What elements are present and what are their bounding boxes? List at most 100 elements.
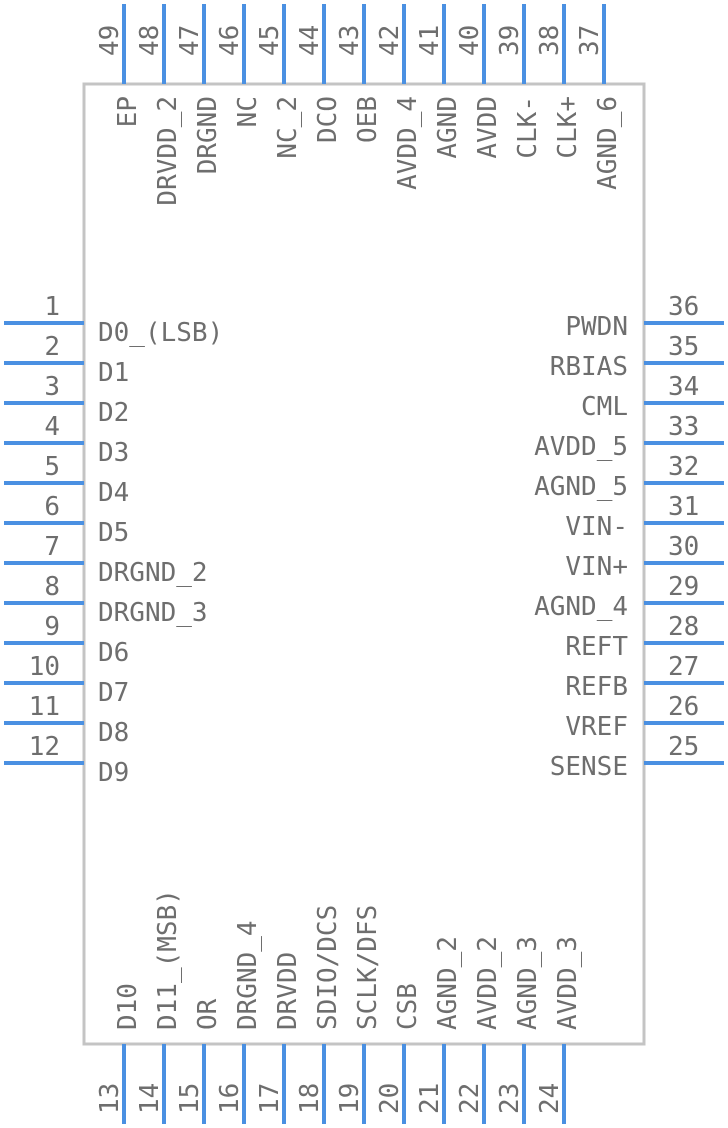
pin-label-26: VREF xyxy=(565,712,628,742)
pin-number-47: 47 xyxy=(175,25,205,56)
pin-label-30: VIN+ xyxy=(565,552,628,582)
pin-number-26: 26 xyxy=(668,692,699,722)
pin-label-32: AGND_5 xyxy=(534,472,628,502)
pin-number-40: 40 xyxy=(455,25,485,56)
pin-number-48: 48 xyxy=(135,25,165,56)
pin-label-41: AGND xyxy=(433,96,463,159)
pin-number-2: 2 xyxy=(44,332,60,362)
pin-number-41: 41 xyxy=(415,25,445,56)
pin-number-42: 42 xyxy=(375,25,405,56)
pin-label-21: AGND_2 xyxy=(433,936,463,1030)
pin-label-8: DRGND_3 xyxy=(98,598,208,628)
pin-number-11: 11 xyxy=(29,692,60,722)
pin-number-45: 45 xyxy=(255,25,285,56)
pin-label-42: AVDD_4 xyxy=(393,96,423,190)
pin-number-14: 14 xyxy=(135,1083,165,1114)
pin-number-16: 16 xyxy=(215,1083,245,1114)
pin-number-19: 19 xyxy=(335,1083,365,1114)
pin-number-30: 30 xyxy=(668,532,699,562)
pin-number-15: 15 xyxy=(175,1083,205,1114)
pin-label-33: AVDD_5 xyxy=(534,432,628,462)
pin-label-23: AGND_3 xyxy=(513,936,543,1030)
pin-label-46: NC xyxy=(233,96,263,127)
pin-number-10: 10 xyxy=(29,652,60,682)
pin-label-44: DCO xyxy=(313,96,343,143)
pin-label-5: D4 xyxy=(98,478,129,508)
pin-label-19: SCLK/DFS xyxy=(353,905,383,1030)
pin-number-18: 18 xyxy=(295,1083,325,1114)
pin-label-1: D0_(LSB) xyxy=(98,318,223,348)
pin-number-5: 5 xyxy=(44,452,60,482)
pin-label-43: OEB xyxy=(353,96,383,143)
pin-label-16: DRGND_4 xyxy=(233,920,263,1030)
pin-number-49: 49 xyxy=(95,25,125,56)
pin-label-18: SDIO/DCS xyxy=(313,905,343,1030)
pin-label-4: D3 xyxy=(98,438,129,468)
pin-label-24: AVDD_3 xyxy=(553,936,583,1030)
pin-number-27: 27 xyxy=(668,652,699,682)
pin-label-37: AGND_6 xyxy=(593,96,623,190)
pin-number-33: 33 xyxy=(668,412,699,442)
pin-number-36: 36 xyxy=(668,292,699,322)
pin-label-17: DRVDD xyxy=(273,952,303,1030)
pin-label-6: D5 xyxy=(98,518,129,548)
pin-label-36: PWDN xyxy=(565,312,628,342)
pin-number-44: 44 xyxy=(295,25,325,56)
pin-label-27: REFB xyxy=(565,672,628,702)
pin-label-31: VIN- xyxy=(565,512,628,542)
pin-number-34: 34 xyxy=(668,372,699,402)
pin-label-11: D8 xyxy=(98,718,129,748)
pin-number-4: 4 xyxy=(44,412,60,442)
pin-label-7: DRGND_2 xyxy=(98,558,208,588)
pin-label-15: OR xyxy=(193,998,223,1030)
pin-number-13: 13 xyxy=(95,1083,125,1114)
pin-label-12: D9 xyxy=(98,758,129,788)
pin-number-9: 9 xyxy=(44,612,60,642)
pin-number-21: 21 xyxy=(415,1083,445,1114)
pin-label-29: AGND_4 xyxy=(534,592,628,622)
pin-label-13: D10 xyxy=(113,983,143,1030)
pin-number-12: 12 xyxy=(29,732,60,762)
pin-number-37: 37 xyxy=(575,25,605,56)
pin-label-45: NC_2 xyxy=(273,96,303,159)
pin-number-43: 43 xyxy=(335,25,365,56)
pin-label-22: AVDD_2 xyxy=(473,936,503,1030)
pin-number-6: 6 xyxy=(44,492,60,522)
pin-number-23: 23 xyxy=(495,1083,525,1114)
pin-label-10: D7 xyxy=(98,678,129,708)
pin-number-35: 35 xyxy=(668,332,699,362)
pin-label-39: CLK- xyxy=(513,96,543,159)
pin-label-20: CSB xyxy=(393,983,423,1030)
pin-label-49: EP xyxy=(113,96,143,127)
pin-label-47: DRGND xyxy=(193,96,223,174)
pin-number-20: 20 xyxy=(375,1083,405,1114)
pin-label-3: D2 xyxy=(98,398,129,428)
pin-label-2: D1 xyxy=(98,358,129,388)
pin-number-29: 29 xyxy=(668,572,699,602)
pin-number-17: 17 xyxy=(255,1083,285,1114)
pin-number-32: 32 xyxy=(668,452,699,482)
pin-label-25: SENSE xyxy=(550,752,628,782)
pin-number-38: 38 xyxy=(535,25,565,56)
pin-label-9: D6 xyxy=(98,638,129,668)
ic-body xyxy=(82,82,646,1046)
pin-label-28: REFT xyxy=(565,632,628,662)
pin-number-25: 25 xyxy=(668,732,699,762)
pin-number-46: 46 xyxy=(215,25,245,56)
pin-number-3: 3 xyxy=(44,372,60,402)
pin-number-28: 28 xyxy=(668,612,699,642)
pin-label-14: D11_(MSB) xyxy=(153,889,183,1030)
pin-number-31: 31 xyxy=(668,492,699,522)
pin-label-34: CML xyxy=(581,392,628,422)
pin-number-24: 24 xyxy=(535,1083,565,1114)
pin-label-35: RBIAS xyxy=(550,352,628,382)
pin-number-39: 39 xyxy=(495,25,525,56)
pin-label-40: AVDD xyxy=(473,96,503,159)
pin-number-22: 22 xyxy=(455,1083,485,1114)
pin-label-38: CLK+ xyxy=(553,96,583,159)
pin-number-7: 7 xyxy=(44,532,60,562)
pin-number-8: 8 xyxy=(44,572,60,602)
pin-number-1: 1 xyxy=(44,292,60,322)
